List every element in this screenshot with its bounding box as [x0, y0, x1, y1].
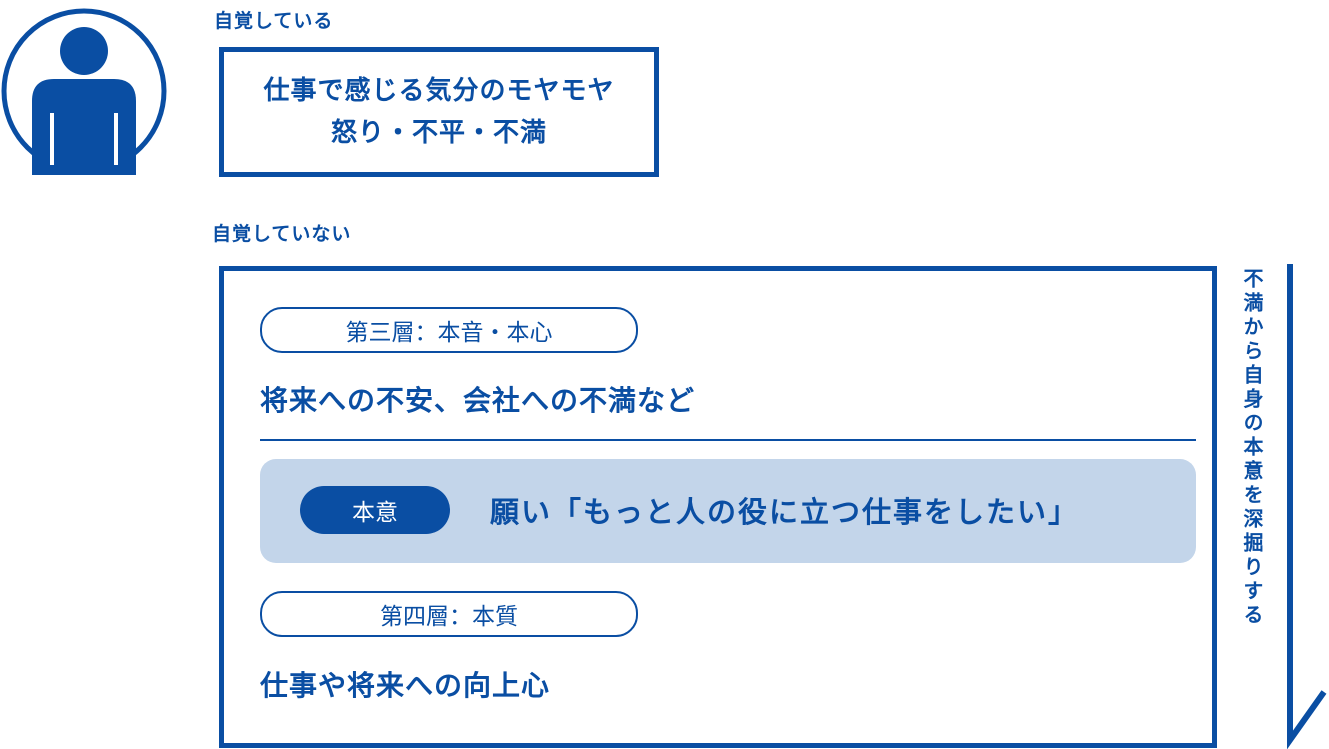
person-icon [1, 8, 167, 175]
side-caption: 不満から自身の本意を深掘りする [1240, 268, 1264, 628]
layer3-pill: 第三層：本音・本心 [260, 307, 638, 353]
divider [260, 439, 1196, 441]
layer4-text: 仕事や将来への向上心 [260, 669, 551, 702]
aware-box: 仕事で感じる気分のモヤモヤ 怒り・不平・不満 [219, 47, 659, 177]
honi-text: 願い「もっと人の役に立つ仕事をしたい」 [490, 495, 1080, 529]
aware-box-line2: 怒り・不平・不満 [330, 118, 547, 148]
down-arrow-icon [1287, 264, 1327, 749]
unaware-box: 第三層：本音・本心 将来への不安、会社への不満など 本意 願い「もっと人の役に立… [219, 266, 1217, 748]
honi-badge: 本意 [300, 486, 450, 534]
unaware-label: 自覚していない [212, 223, 352, 245]
layer3-text: 将来への不安、会社への不満など [260, 384, 696, 417]
aware-box-line1: 仕事で感じる気分のモヤモヤ [263, 76, 615, 106]
honi-band: 本意 願い「もっと人の役に立つ仕事をしたい」 [260, 459, 1196, 563]
layer4-pill: 第四層：本質 [260, 591, 638, 637]
aware-label: 自覚している [214, 10, 334, 32]
